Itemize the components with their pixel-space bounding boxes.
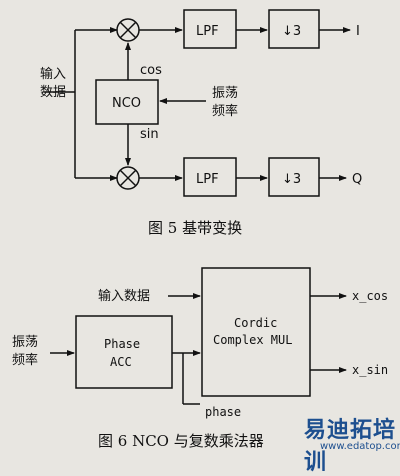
lpf-bottom-box <box>183 157 237 197</box>
figure6-labels: 输入数据 振荡 频率 Phase ACC Cordic Complex MUL … <box>12 288 388 450</box>
figure5-labels: 输入 数据 LPF LPF ↓3 ↓3 I Q cos sin NCO 振荡 频… <box>40 24 362 237</box>
decim-top-box <box>268 9 320 49</box>
decim-bottom-label: ↓3 <box>282 172 301 187</box>
osc-freq-label-line2: 频率 <box>12 352 38 368</box>
figure6-caption: 图 6 NCO 与复数乘法器 <box>98 432 264 450</box>
cordic-label-line1: Cordic <box>234 316 277 330</box>
osc-freq-label-line2: 频率 <box>212 103 238 119</box>
cos-label: cos <box>140 63 162 78</box>
nco-box <box>95 79 159 125</box>
decim-bottom-box <box>268 157 320 197</box>
lpf-top-label: LPF <box>196 24 219 39</box>
cordic-label-line2: Complex MUL <box>213 333 292 347</box>
figure5-baseband-conversion <box>44 9 351 197</box>
decim-top-label: ↓3 <box>282 24 301 39</box>
input-label-line1: 输入 <box>40 66 66 82</box>
osc-freq-label-line1: 振荡 <box>12 335 38 350</box>
bottom-mixer-icon <box>116 166 140 190</box>
phase-acc-label-line1: Phase <box>104 337 140 351</box>
x-cos-label: x_cos <box>352 289 388 303</box>
phase-acc-label-line2: ACC <box>110 355 132 369</box>
x-sin-label: x_sin <box>352 363 388 377</box>
input-label-line2: 数据 <box>40 85 66 100</box>
osc-freq-label-line1: 振荡 <box>212 86 238 101</box>
nco-label: NCO <box>112 96 141 111</box>
sin-label: sin <box>140 127 159 142</box>
input-data-label: 输入数据 <box>98 288 150 304</box>
figure-canvas: 输入 数据 LPF LPF ↓3 ↓3 I Q cos sin NCO 振荡 频… <box>12 9 400 475</box>
watermark: 易迪拓培训 www.edatop.com <box>300 412 400 475</box>
watermark-line2: www.edatop.com <box>320 441 400 452</box>
diagrams: 输入 数据 LPF LPF ↓3 ↓3 I Q cos sin NCO 振荡 频… <box>12 9 388 450</box>
top-mixer-icon <box>116 18 140 42</box>
cordic-box <box>201 267 311 397</box>
lpf-bottom-label: LPF <box>196 172 219 187</box>
figure5-caption: 图 5 基带变换 <box>148 219 242 237</box>
output-i-label: I <box>356 24 360 39</box>
phase-acc-box <box>75 315 173 389</box>
output-q-label: Q <box>352 172 362 187</box>
figure6-nco-complex-multiplier <box>50 267 347 405</box>
lpf-top-box <box>183 9 237 49</box>
phase-label: phase <box>205 405 241 419</box>
